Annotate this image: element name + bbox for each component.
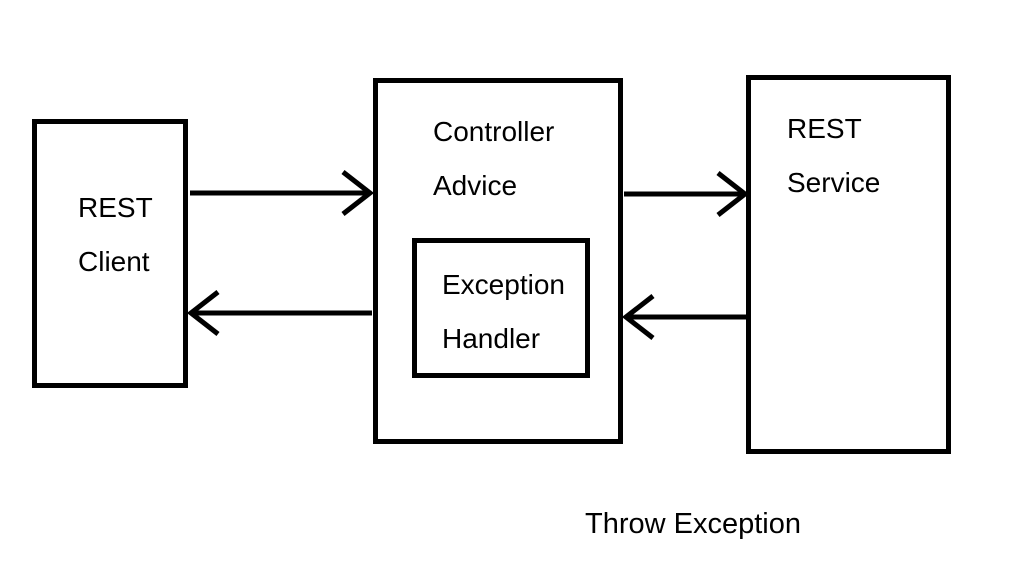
exception-handler-label: Exception Handler <box>442 258 565 366</box>
rest-client-box: REST Client <box>32 119 188 388</box>
rest-service-label-line1: REST <box>787 113 862 144</box>
rest-service-box: REST Service <box>746 75 951 454</box>
rest-service-label-line2: Service <box>787 167 881 198</box>
exception-handler-label-line2: Handler <box>442 323 541 354</box>
controller-advice-label: Controller Advice <box>433 105 554 213</box>
arrow-client-to-advice <box>190 170 375 216</box>
rest-service-label: REST Service <box>787 102 880 210</box>
rest-client-label-line2: Client <box>78 246 150 277</box>
exception-handler-box: Exception Handler <box>412 238 590 378</box>
arrow-service-to-advice <box>621 294 747 340</box>
arrow-advice-to-client <box>186 290 372 336</box>
controller-advice-label-line2: Advice <box>433 170 518 201</box>
rest-client-label-line1: REST <box>78 192 153 223</box>
exception-handler-label-line1: Exception <box>442 269 565 300</box>
throw-exception-caption: Throw Exception <box>585 508 801 540</box>
rest-client-label: REST Client <box>78 181 153 289</box>
arrow-advice-to-service <box>624 171 750 217</box>
controller-advice-box: Controller Advice Exception Handler <box>373 78 623 444</box>
controller-advice-label-line1: Controller <box>433 116 555 147</box>
